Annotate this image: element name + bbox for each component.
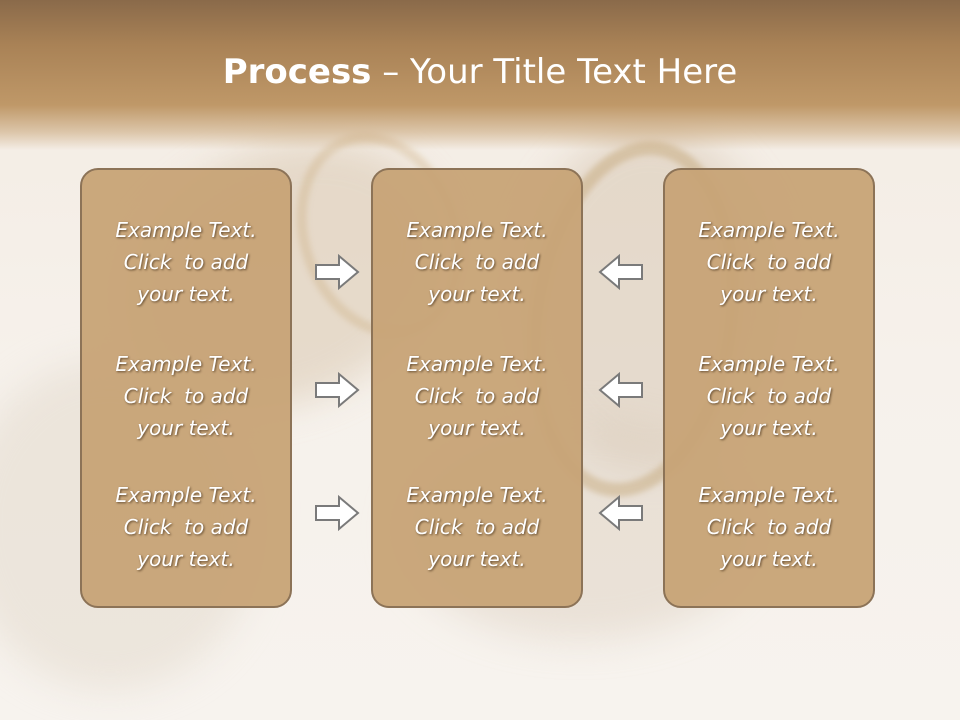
title-bar [0,0,960,150]
text-line: your text. [137,282,235,306]
text-line: your text. [428,547,526,571]
text-line: Example Text. [698,352,840,376]
text-line: Example Text. [698,218,840,242]
text-line: Example Text. [698,483,840,507]
text-line: Click to add [414,515,540,539]
text-line: Click to add [706,384,832,408]
text-block[interactable]: Example Text. Click to add your text. [82,348,290,444]
slide-title[interactable]: Process – Your Title Text Here [0,52,960,92]
text-line: your text. [137,547,235,571]
text-line: your text. [720,547,818,571]
text-line: Click to add [123,250,249,274]
arrow-left-icon[interactable] [597,370,645,410]
text-line: Example Text. [115,218,257,242]
text-line: Click to add [414,384,540,408]
text-line: Click to add [123,515,249,539]
text-block[interactable]: Example Text. Click to add your text. [373,348,581,444]
text-line: Click to add [706,250,832,274]
text-block[interactable]: Example Text. Click to add your text. [373,479,581,575]
text-line: your text. [720,282,818,306]
text-block[interactable]: Example Text. Click to add your text. [665,214,873,310]
arrow-right-icon[interactable] [313,252,361,292]
text-block[interactable]: Example Text. Click to add your text. [665,348,873,444]
arrow-right-icon[interactable] [313,370,361,410]
arrow-right-icon[interactable] [313,493,361,533]
text-block[interactable]: Example Text. Click to add your text. [82,479,290,575]
text-line: Click to add [706,515,832,539]
text-line: Example Text. [115,352,257,376]
text-line: your text. [137,416,235,440]
arrow-left-icon[interactable] [597,493,645,533]
text-block[interactable]: Example Text. Click to add your text. [665,479,873,575]
process-box-left[interactable]: Example Text. Click to add your text. Ex… [80,168,292,608]
title-bold: Process [222,52,372,92]
text-block[interactable]: Example Text. Click to add your text. [82,214,290,310]
text-line: your text. [428,282,526,306]
text-line: Example Text. [406,483,548,507]
arrow-left-icon[interactable] [597,252,645,292]
text-line: your text. [428,416,526,440]
text-block[interactable]: Example Text. Click to add your text. [373,214,581,310]
text-line: Example Text. [406,218,548,242]
process-box-right[interactable]: Example Text. Click to add your text. Ex… [663,168,875,608]
text-line: Click to add [414,250,540,274]
text-line: Example Text. [115,483,257,507]
text-line: Example Text. [406,352,548,376]
text-line: your text. [720,416,818,440]
title-rest: – Your Title Text Here [371,52,738,92]
process-box-middle[interactable]: Example Text. Click to add your text. Ex… [371,168,583,608]
text-line: Click to add [123,384,249,408]
